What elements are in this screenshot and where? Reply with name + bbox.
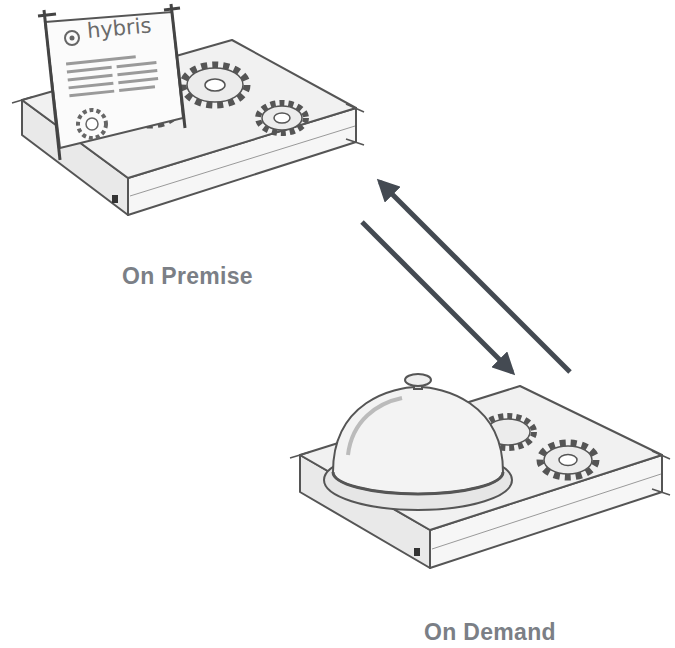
- sketch-stroke: [346, 139, 364, 145]
- print-line: [118, 77, 158, 84]
- flow-arrow: [362, 222, 512, 372]
- node-caption: On Demand: [298, 618, 675, 646]
- server-node: On Premise: [15, 5, 380, 222]
- sketch-stroke: [12, 97, 32, 103]
- gear-body: [187, 68, 243, 102]
- logo-ring: [65, 31, 79, 45]
- platform-groove: [130, 126, 355, 196]
- cloche-shine: [348, 398, 402, 455]
- sign-gear-hub: [86, 118, 98, 130]
- server-node: On Demand: [298, 372, 665, 602]
- print-line: [67, 66, 112, 74]
- print-line: [68, 82, 113, 90]
- gear-hub: [205, 79, 225, 91]
- print-line: [116, 61, 156, 68]
- sketch-stroke: [290, 452, 310, 458]
- sign-pole: [44, 10, 60, 160]
- server-platform: [290, 386, 670, 568]
- gear-teeth: [540, 443, 596, 477]
- sketch-stroke: [652, 489, 670, 495]
- sign-gear: [78, 110, 106, 138]
- print-line: [68, 74, 113, 82]
- sign-panel: [45, 12, 183, 148]
- print-line: [119, 85, 155, 92]
- flow-arrow: [380, 182, 570, 372]
- logo-dot: [70, 36, 75, 41]
- gear-body: [262, 106, 302, 130]
- sign-clip: [164, 8, 180, 10]
- gear-hub: [274, 113, 290, 123]
- sketch-stroke: [652, 451, 670, 459]
- sign-board: [38, 4, 185, 160]
- fine-print: [66, 53, 159, 97]
- gear-teeth: [183, 65, 247, 105]
- gear-body: [544, 446, 592, 474]
- cloche-dome: [333, 387, 503, 494]
- platform-led: [414, 548, 420, 556]
- platform-led: [112, 195, 118, 203]
- cloche-knob: [405, 374, 431, 386]
- sketch-stroke: [346, 104, 364, 112]
- sign-pole: [171, 4, 185, 128]
- node-caption: On Premise: [15, 262, 360, 290]
- gear-hub: [559, 455, 577, 466]
- print-line: [66, 55, 136, 65]
- cloche-rim: [333, 472, 503, 494]
- print-line: [117, 69, 157, 76]
- print-line: [69, 90, 114, 98]
- platform-top: [300, 386, 662, 530]
- sign-clip: [38, 14, 56, 16]
- gear-teeth: [258, 103, 306, 133]
- cloche: [324, 374, 512, 510]
